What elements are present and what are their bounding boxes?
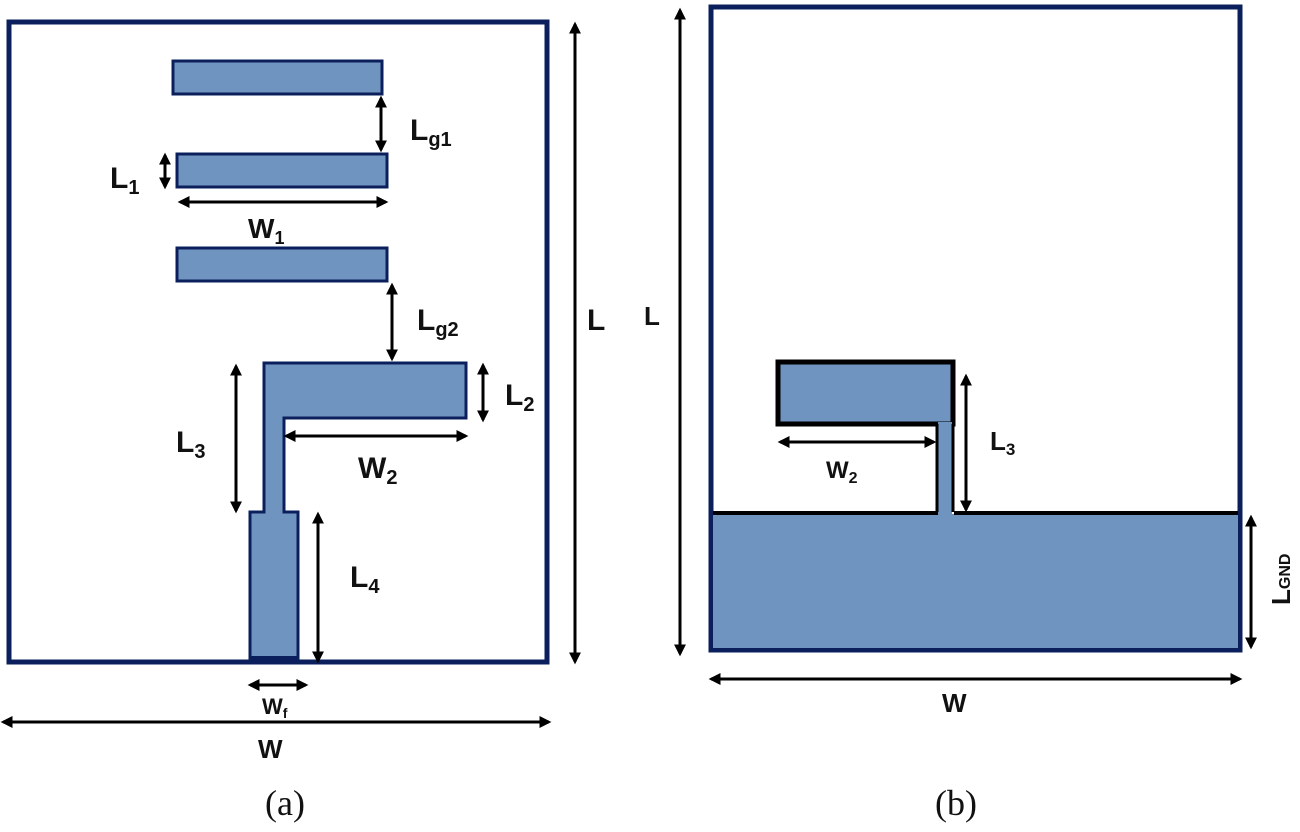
label-l-b: L <box>644 301 660 331</box>
ground-stub-rect <box>775 359 956 427</box>
label-lg2: Lg2 <box>417 304 459 341</box>
label-lgnd: LGND <box>1266 554 1296 605</box>
ground-plane <box>713 514 1238 648</box>
label-w2-a: W2 <box>358 452 397 489</box>
panel-b-back-view: L W2 L3 LGND W (b) <box>644 4 1296 823</box>
l-shaped-radiator <box>248 361 468 662</box>
caption-b: (b) <box>935 783 977 823</box>
label-l3-a: L3 <box>176 426 205 463</box>
label-w-b: W <box>942 688 967 718</box>
feed-line-bottom-edge <box>250 656 298 662</box>
label-lg1: Lg1 <box>410 114 452 151</box>
label-l3-b: L3 <box>990 426 1015 459</box>
label-w1: W1 <box>248 213 284 248</box>
label-l4: L4 <box>350 561 380 598</box>
parasitic-strip-1 <box>171 59 384 96</box>
ground-stub-stem <box>938 422 952 515</box>
label-l2: L2 <box>505 379 534 416</box>
label-wf: Wf <box>262 694 288 721</box>
panel-a-front-view: Lg1 L1 W1 Lg2 L L2 W2 L3 L4 Wf W (a) <box>0 19 605 823</box>
parasitic-strip-3 <box>175 246 389 283</box>
label-w-a: W <box>258 734 283 764</box>
caption-a: (a) <box>265 783 305 823</box>
label-l1: L1 <box>110 162 139 199</box>
label-l-a: L <box>587 304 605 337</box>
label-w2-b: W2 <box>826 457 858 487</box>
parasitic-strip-2 <box>175 152 389 189</box>
